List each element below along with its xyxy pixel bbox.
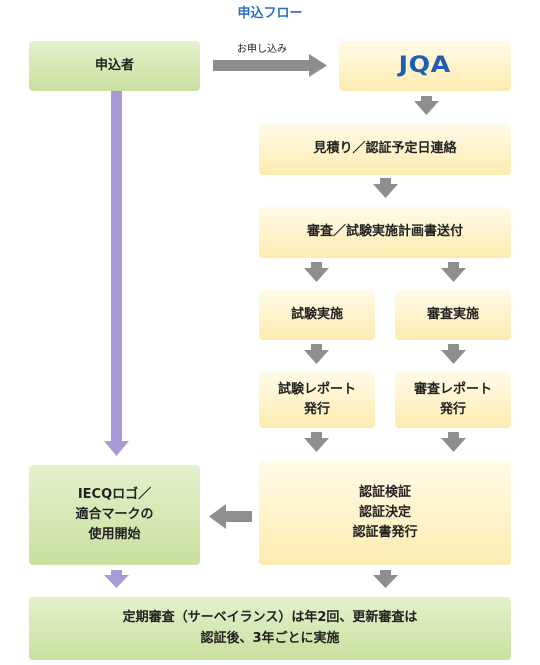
logo-use-box: IECQロゴ／ 適合マークの 使用開始 [29,465,200,565]
apply-arrow-label: お申し込み [237,44,287,55]
arrow-audit-to-report [441,344,466,364]
plan-box: 審査／試験実施計画書送付 [259,207,511,258]
surveillance-box: 定期審査（サーベイランス）は年2回、更新審査は 認証後、3年ごとに実施 [29,597,511,660]
arrow-logo-to-surveillance [104,570,129,588]
arrow-plan-to-test [304,262,329,282]
arrow-plan-to-audit [441,262,466,282]
arrow-testreport-to-cert [304,432,329,452]
arrow-estimate-to-plan [373,178,398,198]
estimate-box: 見積り／認証予定日連絡 [259,124,511,175]
test-exec-box: 試験実施 [259,290,375,340]
page-title: 申込フロー [237,6,303,21]
arrow-test-to-report [304,344,329,364]
arrow-auditreport-to-cert [441,432,466,452]
arrow-jqa-to-estimate [414,96,439,115]
test-report-box: 試験レポート 発行 [259,372,375,428]
applicant-box: 申込者 [29,41,200,91]
jqa-logo: JQA [398,52,452,78]
purple-arrow-applicant-to-logo [104,91,129,456]
gray-arrow-applicant-to-jqa [213,54,327,77]
arrow-cert-to-surveillance [373,570,398,588]
jqa-box: JQA [339,41,511,91]
certification-box: 認証検証 認証決定 認証書発行 [259,461,511,565]
arrow-cert-to-logo [209,504,252,529]
audit-exec-box: 審査実施 [395,290,511,340]
audit-report-box: 審査レポート 発行 [395,372,511,428]
